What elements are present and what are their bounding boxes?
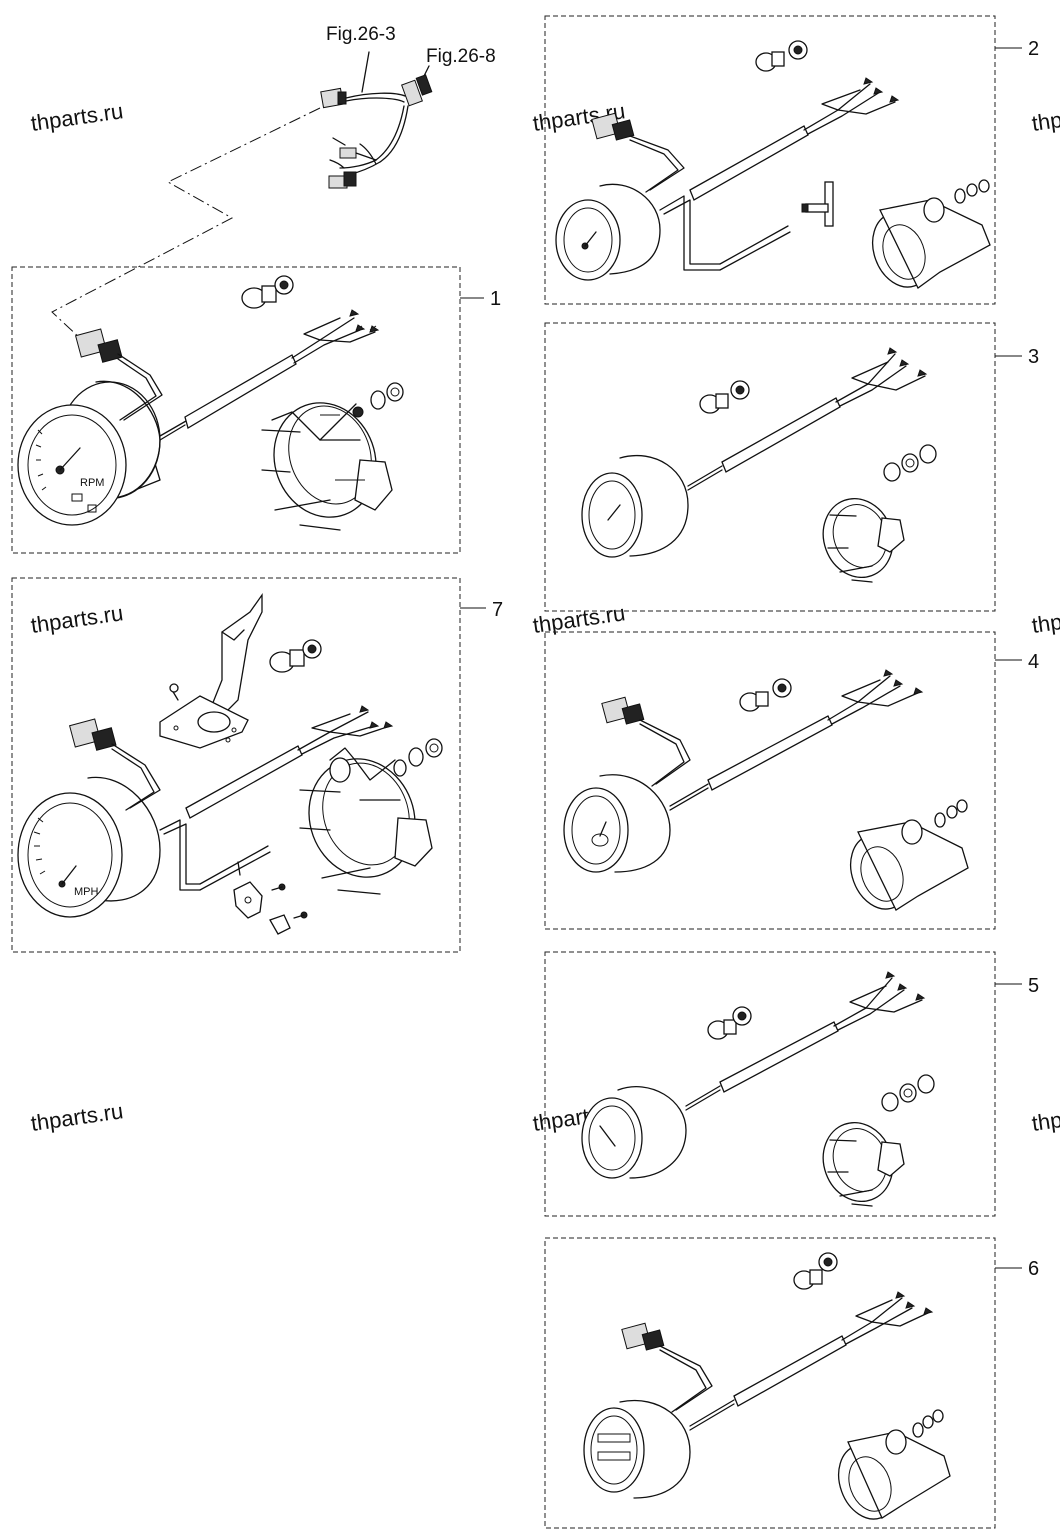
washer-nut-set	[954, 179, 990, 204]
pitot-pickup	[159, 592, 263, 749]
bulb-socket	[707, 1006, 752, 1040]
kit-box-4	[544, 631, 996, 930]
tachometer-connector	[74, 328, 163, 421]
speedometer-connector	[68, 718, 161, 811]
washer-nut-set	[883, 444, 937, 482]
callout-7: 7	[492, 599, 503, 621]
temperature-gauge	[581, 1086, 687, 1179]
washer-nut-set	[881, 1074, 935, 1112]
bulb-socket	[269, 639, 322, 673]
kit-box-6	[544, 1237, 996, 1529]
speedometer-gauge: MPH	[17, 776, 161, 918]
mounting-bracket	[261, 402, 393, 531]
fig-26-3-label: Fig.26-3	[326, 24, 396, 45]
bulb-socket	[755, 40, 808, 72]
sender-cable	[687, 347, 928, 491]
kit-box-3	[544, 322, 996, 612]
washer-nut-set	[912, 1409, 944, 1438]
mounting-bracket	[822, 1122, 905, 1207]
gauge-connector	[601, 696, 691, 787]
mounting-bracket	[850, 819, 969, 911]
kit-box-5	[544, 951, 996, 1217]
sender-cable	[659, 77, 900, 271]
bulb-socket	[793, 1252, 838, 1290]
pressure-gauge	[555, 183, 661, 281]
dial-label-rpm: RPM	[80, 477, 104, 489]
wire-harness: Fig.26-3 Fig.26-8	[320, 24, 496, 189]
tee-fitting	[801, 181, 834, 227]
connection-line	[51, 107, 321, 341]
mounting-bracket	[822, 498, 905, 583]
watermark-cut: thp	[1030, 1107, 1060, 1136]
sender-cable	[685, 971, 926, 1111]
voltmeter-gauge	[581, 454, 689, 558]
gauge-connector	[621, 1322, 713, 1413]
bulb-socket	[739, 678, 792, 712]
callout-3: 3	[1028, 346, 1039, 368]
mounting-bracket	[838, 1429, 951, 1520]
fig-26-8-label: Fig.26-8	[426, 46, 496, 67]
bulb-socket	[699, 380, 750, 414]
washer-nut-set	[393, 738, 443, 777]
watermark: thparts.ru	[29, 600, 125, 638]
callout-4: 4	[1028, 651, 1039, 673]
sender-cable	[159, 705, 394, 891]
hour-meter-gauge	[583, 1399, 691, 1499]
watermark-cut: thp	[1030, 609, 1060, 638]
mounting-bracket	[299, 747, 433, 895]
dial-label-mph: MPH	[74, 886, 99, 898]
bulb-socket	[241, 275, 294, 309]
tachometer-gauge: RPM	[17, 380, 161, 526]
callout-5: 5	[1028, 975, 1039, 997]
watermark-cut: thp	[1030, 107, 1060, 136]
kit-box-1	[11, 266, 461, 554]
callout-2: 2	[1028, 38, 1039, 60]
washer-nut-set	[934, 799, 968, 828]
washer-nut-set	[352, 382, 404, 418]
callout-1: 1	[490, 288, 501, 310]
clip-and-screws	[233, 881, 308, 935]
mounting-bracket	[872, 197, 991, 289]
gauge-connector	[591, 112, 685, 193]
callout-6: 6	[1028, 1258, 1039, 1280]
kit-box-7	[11, 577, 461, 953]
watermark: thparts.ru	[29, 98, 125, 136]
fuel-gauge	[563, 774, 671, 873]
watermark: thparts.ru	[29, 1098, 125, 1136]
sender-cable	[159, 309, 380, 441]
sender-cable	[689, 1291, 934, 1431]
sender-cable	[669, 669, 924, 811]
kit-box-2	[544, 15, 996, 305]
